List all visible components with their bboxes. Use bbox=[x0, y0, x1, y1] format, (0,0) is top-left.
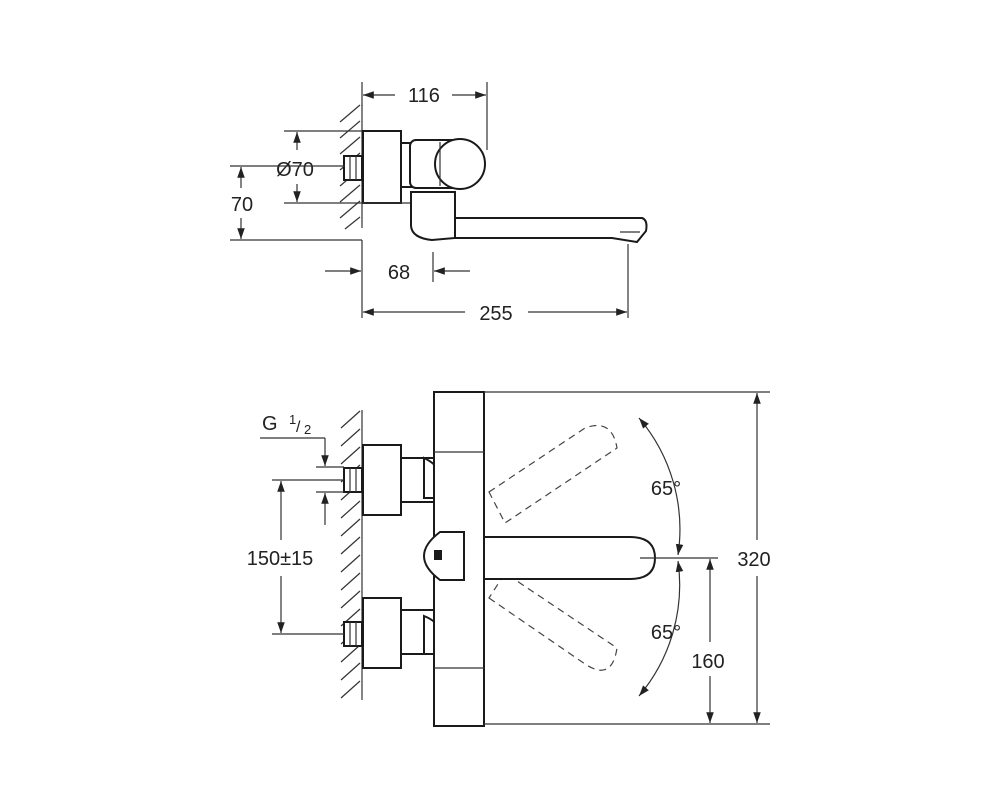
top-view: 116 Ø70 70 68 bbox=[230, 82, 648, 325]
dim-diameter: Ø70 bbox=[276, 130, 410, 204]
handle-swing-positions bbox=[488, 424, 618, 671]
top-faucet-body bbox=[343, 130, 648, 244]
half-height-label: 160 bbox=[691, 651, 724, 673]
angle-lower-label: 65° bbox=[651, 622, 681, 644]
dim-total-length-label: 255 bbox=[479, 303, 512, 325]
thread-denominator: 2 bbox=[304, 422, 311, 437]
front-view: 65° 65° G 1 / 2 150±15 bbox=[247, 391, 771, 727]
svg-text:/: / bbox=[296, 419, 301, 436]
dim-68: 68 bbox=[325, 240, 470, 318]
angle-65-upper: 65° bbox=[638, 417, 684, 556]
thread-numerator: 1 bbox=[289, 412, 296, 427]
front-wall bbox=[340, 410, 363, 700]
dim-116: 116 bbox=[361, 82, 488, 150]
dim-255: 255 bbox=[363, 244, 629, 325]
dim-diameter-label: Ø70 bbox=[276, 159, 314, 181]
dim-70: 70 bbox=[230, 165, 362, 241]
dim-width-top-label: 116 bbox=[408, 85, 440, 107]
dim-spout-offset-label: 68 bbox=[388, 262, 410, 284]
angle-upper-label: 65° bbox=[651, 478, 681, 500]
dim-320: 320 bbox=[737, 393, 771, 723]
thread-label: G bbox=[262, 413, 278, 435]
dim-thread: G 1 / 2 bbox=[260, 412, 344, 525]
front-faucet-body bbox=[343, 391, 657, 727]
dim-inlet-spacing: 150±15 bbox=[247, 479, 344, 635]
angle-65-lower: 65° bbox=[638, 560, 684, 697]
total-height-label: 320 bbox=[737, 549, 770, 571]
inlet-spacing-label: 150±15 bbox=[247, 548, 314, 570]
dim-160: 160 bbox=[691, 559, 725, 723]
dim-height-label: 70 bbox=[231, 194, 253, 216]
